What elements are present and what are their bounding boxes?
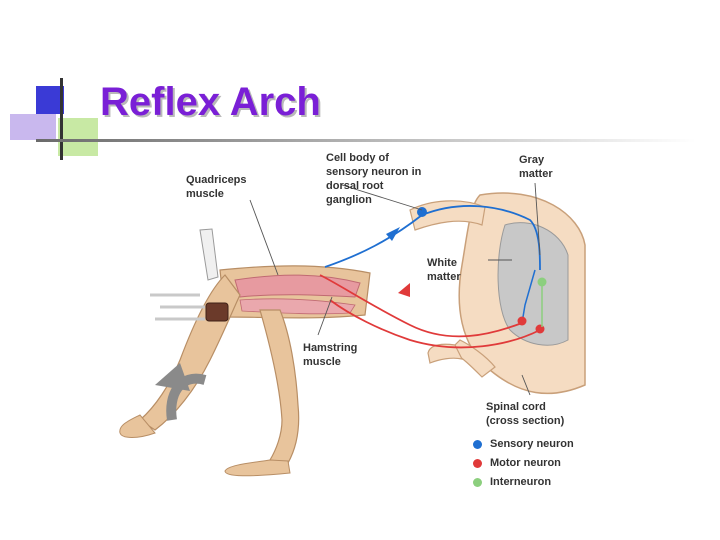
legend-label-interneuron: Interneuron bbox=[490, 476, 552, 488]
legend-label-motor: Motor neuron bbox=[490, 457, 561, 469]
legend-dot-sensory bbox=[473, 439, 482, 449]
standing-leg bbox=[224, 309, 300, 477]
label-cell-body: Cell body of sensory neuron in dorsal ro… bbox=[326, 152, 422, 206]
label-white-matter: White matter bbox=[427, 257, 461, 283]
legend-dot-interneuron bbox=[473, 477, 482, 487]
title-underline bbox=[36, 139, 696, 142]
legend-item-interneuron: Interneuron bbox=[473, 474, 551, 490]
deco-vertical-line bbox=[60, 78, 63, 160]
label-gray-matter: Gray matter bbox=[519, 154, 553, 180]
kicking-lower-leg bbox=[119, 274, 241, 438]
kick-motion-arrow bbox=[155, 363, 207, 421]
motion-lines bbox=[150, 293, 205, 321]
label-spinal-cord: Spinal cord (cross section) bbox=[486, 401, 565, 427]
legend-dot-motor bbox=[473, 458, 482, 468]
spinal-cord-cross-section bbox=[409, 192, 586, 395]
label-quadriceps-muscle: Quadriceps muscle bbox=[186, 174, 247, 200]
label-hamstring-muscle: Hamstring muscle bbox=[303, 342, 358, 368]
deco-blue-square bbox=[36, 86, 64, 114]
label-pointers bbox=[249, 182, 541, 396]
deco-green-square bbox=[58, 118, 98, 156]
interneuron bbox=[537, 277, 547, 327]
legend-item-motor: Motor neuron bbox=[473, 455, 561, 471]
legend-label-sensory: Sensory neuron bbox=[490, 438, 574, 450]
thigh bbox=[219, 265, 371, 319]
legend-item-sensory: Sensory neuron bbox=[473, 436, 574, 452]
slide-title: Reflex Arch bbox=[100, 80, 321, 124]
reflex-hammer bbox=[199, 228, 229, 322]
deco-lavender-square bbox=[10, 114, 56, 140]
reflex-arc-illustration bbox=[119, 182, 586, 477]
